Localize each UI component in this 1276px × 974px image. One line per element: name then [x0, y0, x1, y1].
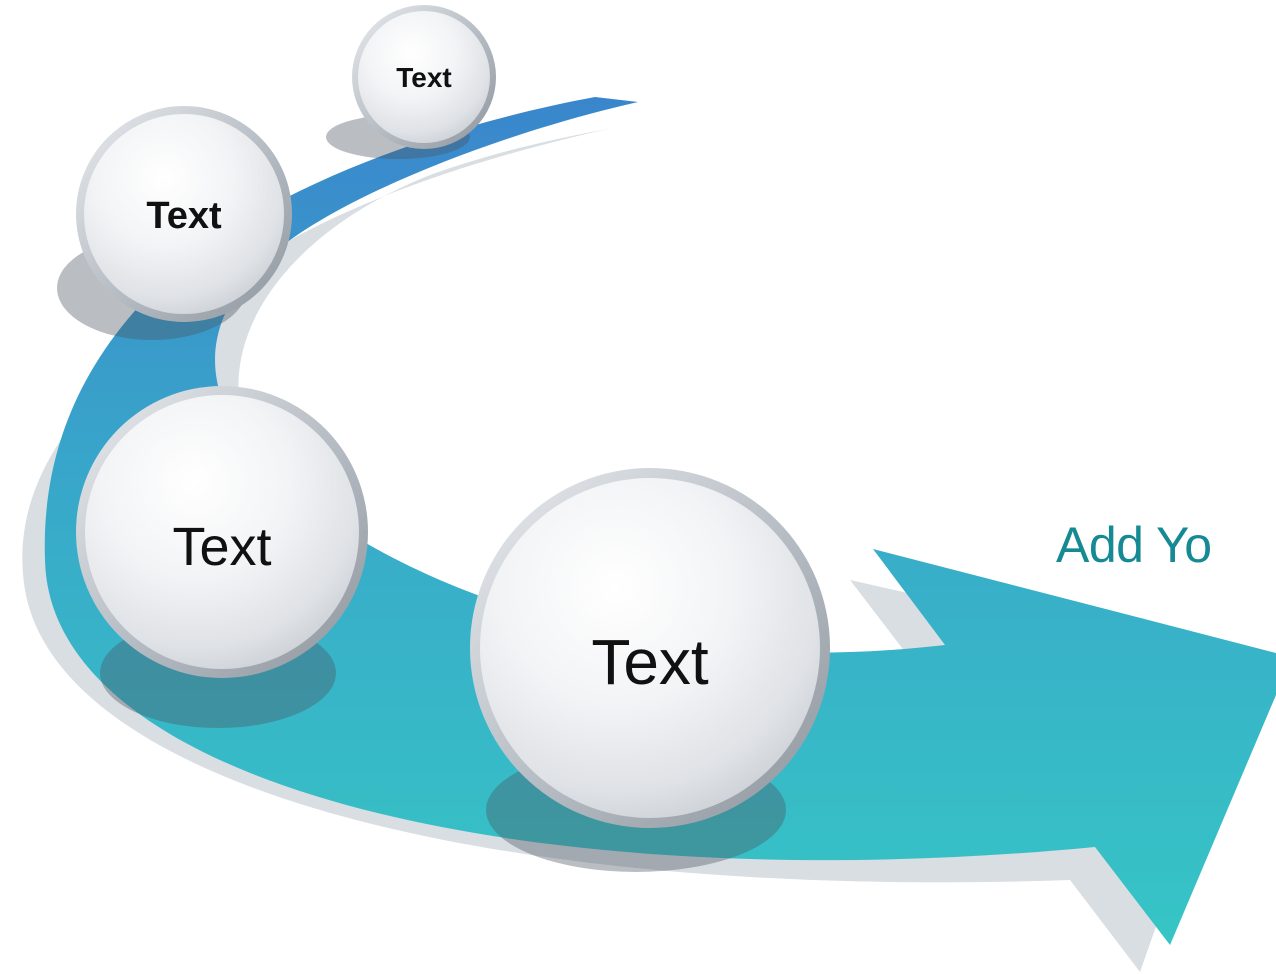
step-node-4: Text [470, 468, 830, 872]
node-label: Text [396, 62, 452, 93]
step-node-2: Text [57, 106, 292, 340]
title-text: Add Yo [1056, 517, 1212, 573]
step-node-1: Text [326, 5, 496, 159]
node-label: Text [172, 517, 271, 577]
curved-arrow [44, 97, 1276, 945]
node-label: Text [146, 195, 222, 237]
step-node-3: Text [76, 386, 368, 728]
node-label: Text [591, 626, 709, 698]
